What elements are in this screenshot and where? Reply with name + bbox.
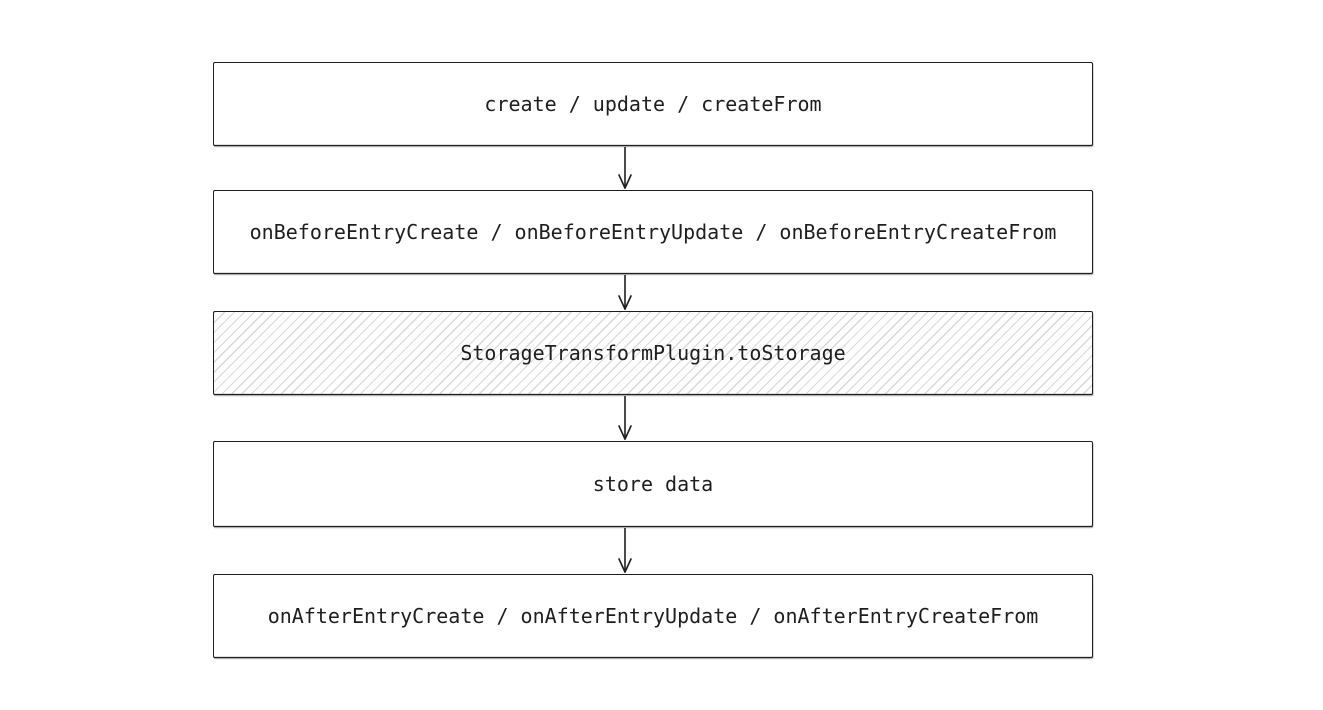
flow-node-label: create / update / createFrom [484, 92, 822, 116]
flow-node-onafter-hooks: onAfterEntryCreate / onAfterEntryUpdate … [213, 574, 1093, 658]
down-arrow [618, 147, 632, 189]
flow-node-store-data: store data [213, 441, 1093, 527]
flow-node-create-update-createfrom: create / update / createFrom [213, 62, 1093, 146]
flow-node-label: store data [592, 472, 714, 496]
down-arrow [618, 396, 632, 440]
flow-node-storage-transform-plugin: StorageTransformPlugin.toStorage [213, 311, 1093, 395]
flow-node-label: onAfterEntryCreate / onAfterEntryUpdate … [267, 604, 1039, 628]
flow-node-label: StorageTransformPlugin.toStorage [460, 341, 846, 365]
flow-node-onbefore-hooks: onBeforeEntryCreate / onBeforeEntryUpdat… [213, 190, 1093, 274]
flow-node-label: onBeforeEntryCreate / onBeforeEntryUpdat… [249, 220, 1057, 244]
down-arrow [618, 528, 632, 573]
down-arrow [618, 275, 632, 310]
